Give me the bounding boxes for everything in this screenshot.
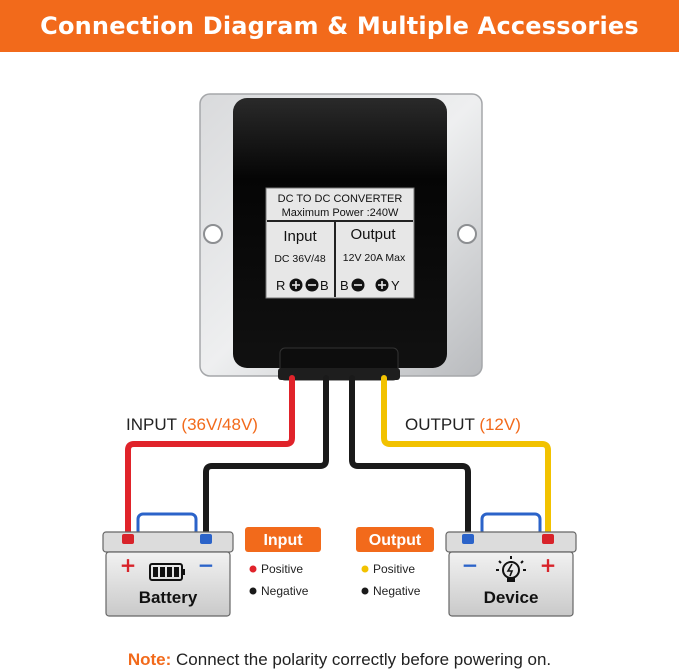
pin-b-label-left: B xyxy=(320,278,329,293)
input-wire-voltage: (36V/48V) xyxy=(181,415,258,434)
minus-pin-icon xyxy=(305,278,319,292)
device-label: Device xyxy=(484,588,539,607)
output-negative-wire xyxy=(349,375,471,535)
output-negative-label: Negative xyxy=(373,584,421,598)
output-legend: Output Positive Negative xyxy=(356,527,434,598)
input-legend: Input Positive Negative xyxy=(245,527,321,598)
note-label: Note: xyxy=(127,650,172,669)
device: − + Device xyxy=(445,512,577,617)
output-positive-label: Positive xyxy=(373,562,415,576)
device-negative-terminal xyxy=(462,534,474,544)
battery-negative-terminal xyxy=(200,534,212,544)
spec-input-title: Input xyxy=(283,228,317,245)
device-positive-terminal xyxy=(542,534,554,544)
output-negative-dot xyxy=(361,587,369,595)
minus-pin-icon xyxy=(351,278,365,292)
input-legend-badge xyxy=(245,527,321,552)
polarity-note: Note: Connect the polarity correctly bef… xyxy=(0,650,679,670)
device-body xyxy=(448,551,574,617)
device-minus-sign: − xyxy=(462,553,479,577)
input-positive-dot xyxy=(249,565,257,573)
battery-level-icon xyxy=(149,563,185,581)
spec-output-value: 12V 20A Max xyxy=(343,252,406,264)
device-plus-sign: + xyxy=(540,553,557,577)
mounting-hole-right xyxy=(457,224,477,244)
header-banner: Connection Diagram & Multiple Accessorie… xyxy=(0,0,679,52)
spec-output-title: Output xyxy=(350,226,396,243)
pin-b-label-right: B xyxy=(340,278,349,293)
battery-label: Battery xyxy=(139,588,198,607)
input-negative-wire xyxy=(203,375,329,535)
input-positive-label: Positive xyxy=(261,562,303,576)
cable-gland-lip xyxy=(278,368,400,380)
mounting-hole-left xyxy=(203,224,223,244)
output-legend-badge xyxy=(356,527,434,552)
input-wire-prefix: INPUT xyxy=(126,415,181,434)
battery-body xyxy=(105,551,231,617)
page-title: Connection Diagram & Multiple Accessorie… xyxy=(40,12,639,40)
light-bulb-icon xyxy=(496,556,526,582)
output-wire-prefix: OUTPUT xyxy=(405,415,479,434)
battery-minus-sign: − xyxy=(198,553,215,577)
input-positive-wire xyxy=(125,375,295,535)
input-legend-title: Input xyxy=(263,532,303,549)
input-wire-label: INPUT (36V/48V) xyxy=(126,415,258,434)
pin-y-label: Y xyxy=(391,278,400,293)
battery-plus-sign: + xyxy=(120,553,137,577)
output-wire-label: OUTPUT (12V) xyxy=(405,415,521,434)
connection-diagram: DC TO DC CONVERTER Maximum Power :240W I… xyxy=(102,93,577,617)
dc-converter: DC TO DC CONVERTER Maximum Power :240W I… xyxy=(199,93,483,381)
battery-positive-terminal xyxy=(122,534,134,544)
output-positive-wire xyxy=(381,375,551,535)
note-text: Connect the polarity correctly before po… xyxy=(171,650,552,669)
input-negative-dot xyxy=(249,587,257,595)
output-legend-title: Output xyxy=(369,532,422,549)
input-negative-label: Negative xyxy=(261,584,309,598)
spec-line-2: Maximum Power :240W xyxy=(282,207,399,219)
battery: + − Battery xyxy=(102,512,234,617)
output-wire-voltage: (12V) xyxy=(479,415,521,434)
output-positive-dot xyxy=(361,565,369,573)
spec-label xyxy=(265,187,415,299)
spec-input-value: DC 36V/48 xyxy=(274,253,326,265)
plus-pin-icon xyxy=(375,278,389,292)
plus-pin-icon xyxy=(289,278,303,292)
spec-line-1: DC TO DC CONVERTER xyxy=(278,193,403,205)
pin-r-label: R xyxy=(276,278,285,293)
wires xyxy=(125,375,551,535)
